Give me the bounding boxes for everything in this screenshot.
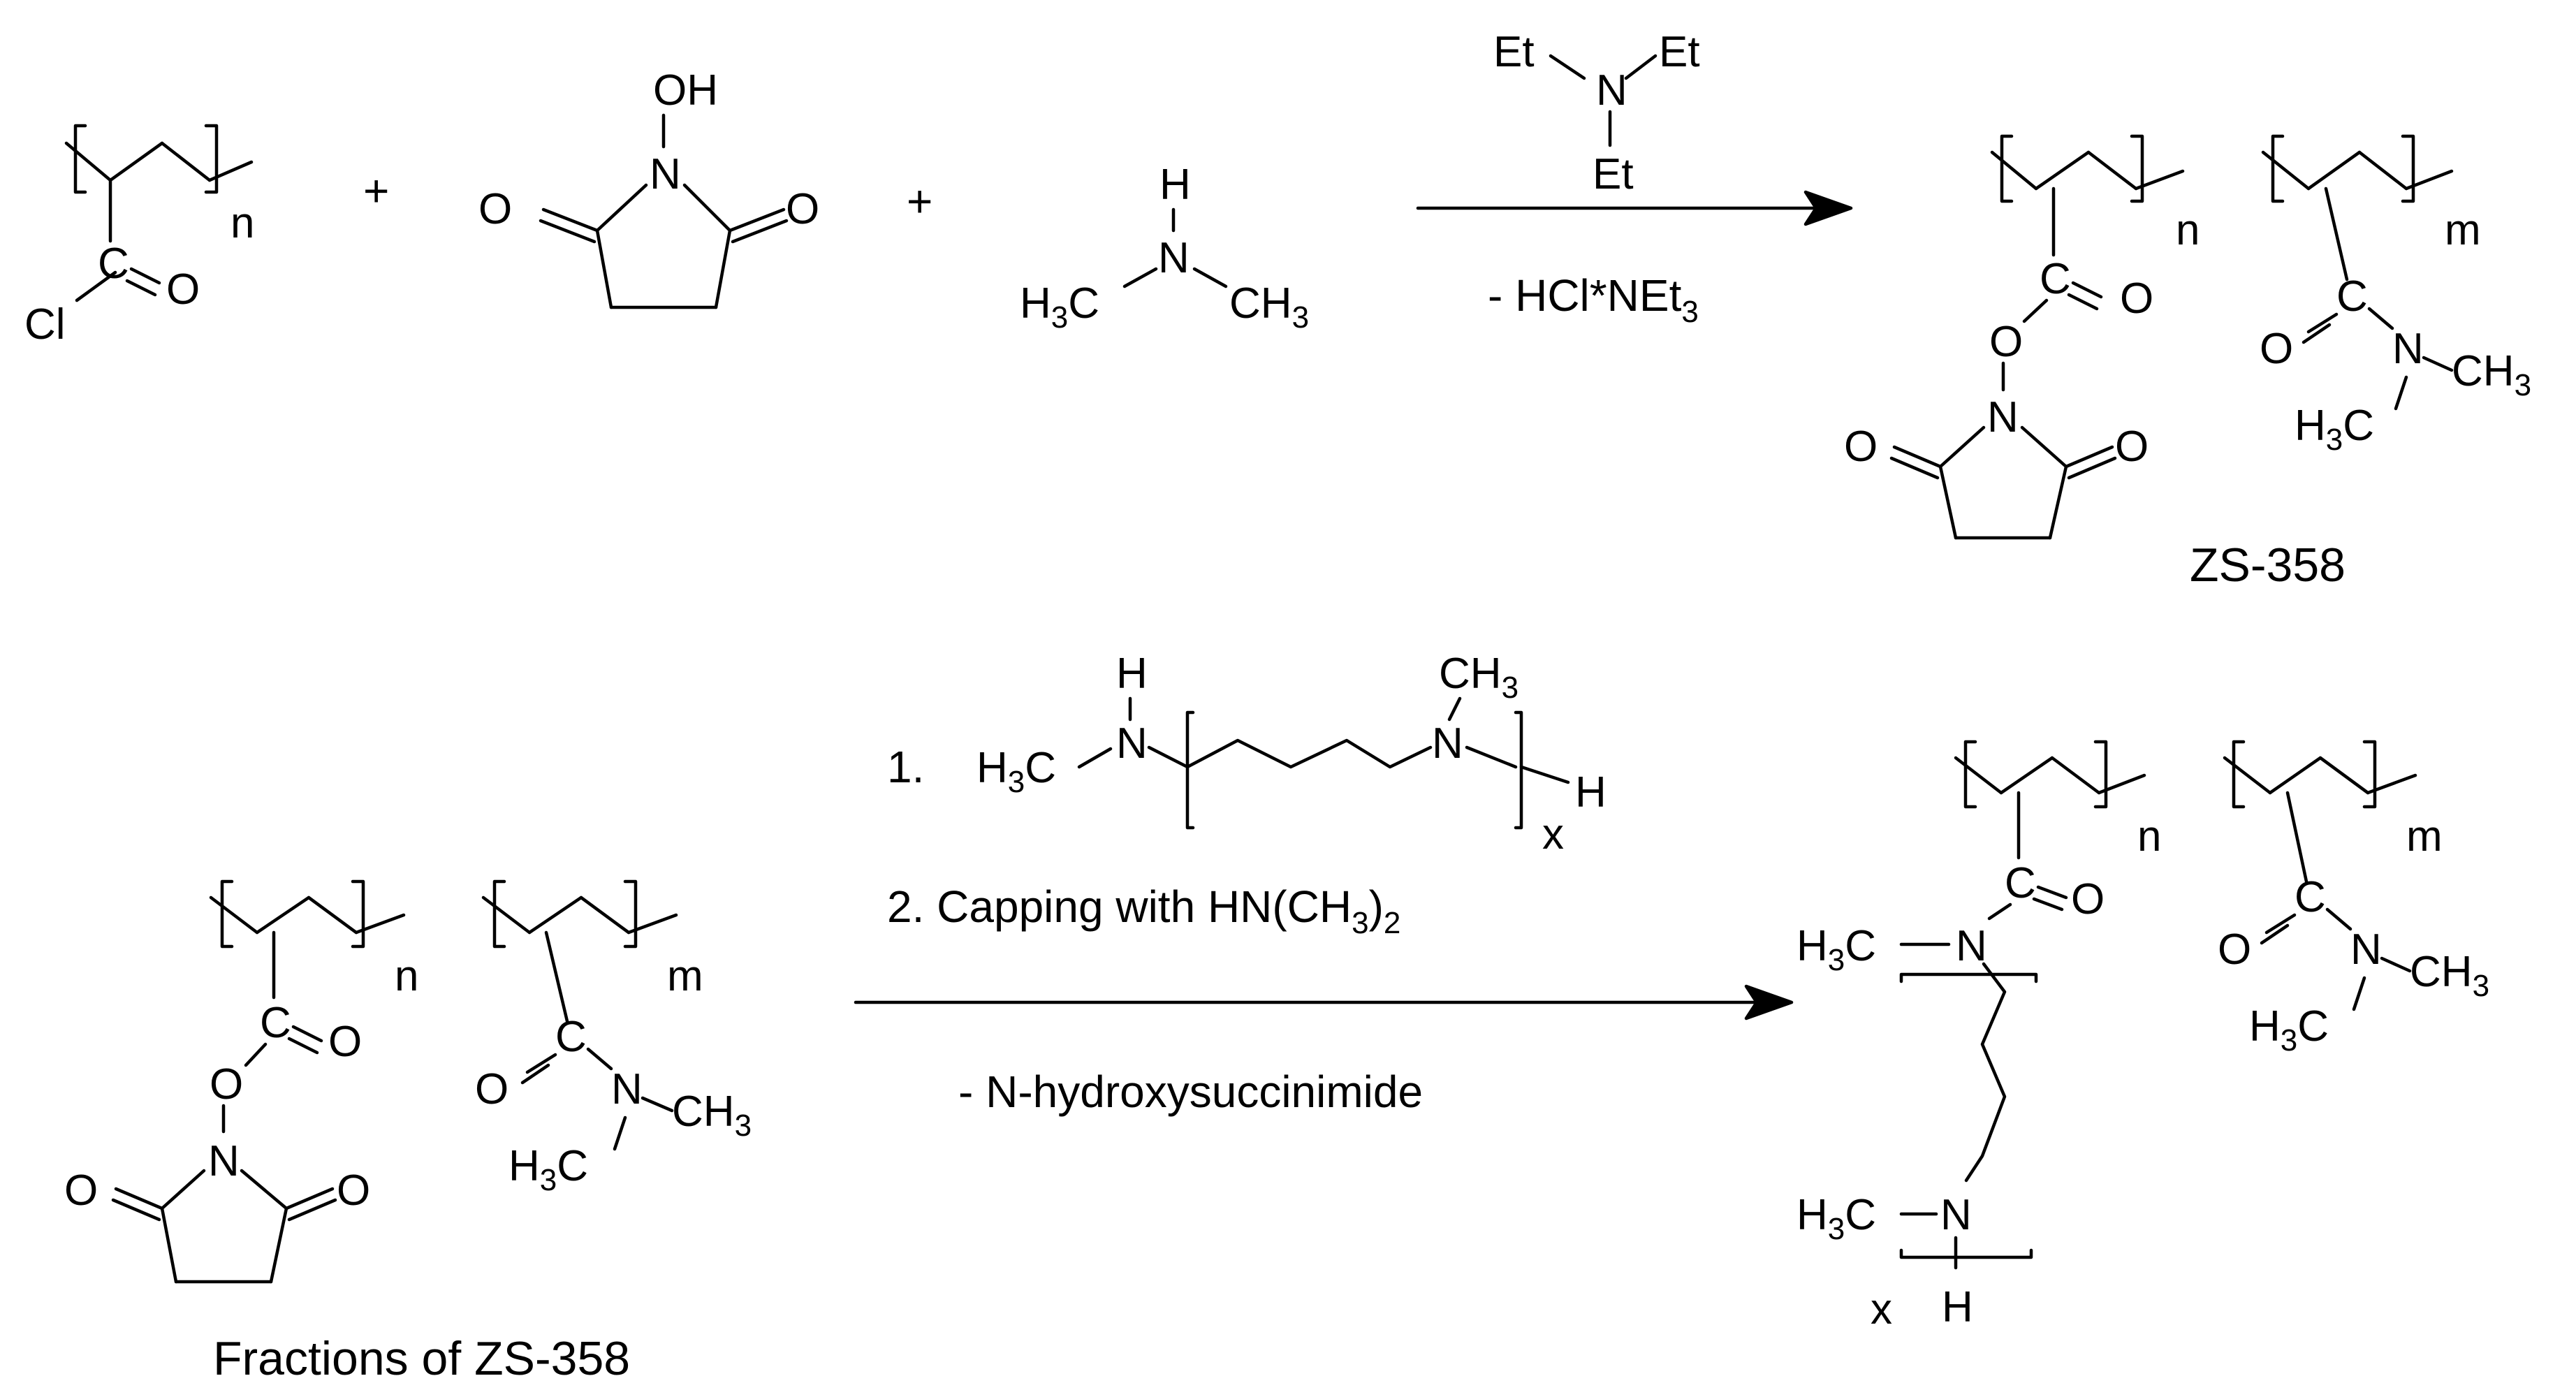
methyl-right: CH3 xyxy=(672,1088,752,1143)
index-n: n xyxy=(395,952,418,1000)
index-n: n xyxy=(230,199,254,247)
product-nhs-ester-block: n C O O N O O xyxy=(1844,134,2200,540)
byproduct-top: - HCl*NEt3 xyxy=(1488,270,1699,329)
polyamine-terminal-hydrogen: H xyxy=(1575,768,1607,817)
reaction-arrow-bottom xyxy=(854,984,1794,1020)
final-product-grafted-block: n C O N H3C N H3C H x xyxy=(1796,740,2161,1333)
imide-nitrogen: N xyxy=(208,1137,240,1185)
product-dimethylamide-block: m C O N CH3 H3C xyxy=(2260,134,2531,457)
imide-oxygen-right: O xyxy=(786,185,819,233)
ethyl-left: Et xyxy=(1493,28,1535,76)
methyl-left: H3C xyxy=(1020,279,1099,335)
amine-nitrogen: N xyxy=(1940,1191,1972,1239)
index-n: n xyxy=(2176,206,2200,254)
polyamine-n-nitrogen: N xyxy=(1432,719,1463,768)
amide-nitrogen: N xyxy=(611,1065,643,1113)
triethylamine-nitrogen: N xyxy=(1596,66,1627,115)
carbonyl-oxygen: O xyxy=(166,265,200,314)
fractions-nhs-ester-block: n C O O N O O xyxy=(64,879,418,1284)
methyl-right: CH3 xyxy=(2452,347,2531,402)
amide-nitrogen: N xyxy=(1956,922,1987,970)
step2-capping: 2. Capping with HN(CH3)2 xyxy=(887,881,1400,940)
carbonyl-carbon: C xyxy=(98,240,129,288)
chlorine-atom: Cl xyxy=(24,300,66,349)
amine-hydrogen: H xyxy=(1159,161,1191,209)
ethyl-right: Et xyxy=(1659,28,1700,76)
amine-methyl: H3C xyxy=(1796,1191,1876,1246)
acryloyl-chloride-polymer: C O Cl n xyxy=(24,124,254,349)
index-x: x xyxy=(1542,810,1564,858)
n-hydroxysuccinimide: OH N O O xyxy=(478,66,819,309)
methyl-bottom: H3C xyxy=(2249,1002,2329,1058)
methyl-bottom: H3C xyxy=(2295,402,2374,457)
product-label-zs358: ZS-358 xyxy=(2190,539,2346,592)
methyl-right: CH3 xyxy=(2410,948,2489,1003)
imide-oxygen-left: O xyxy=(1844,423,1878,471)
imide-oxygen-right: O xyxy=(2115,423,2149,471)
polyamine-nh-nitrogen: N xyxy=(1116,719,1148,768)
carbonyl-carbon: C xyxy=(260,999,291,1047)
amine-nitrogen: N xyxy=(1158,234,1190,282)
plus-sign: + xyxy=(363,166,389,216)
amide-oxygen: O xyxy=(475,1065,508,1113)
polyamine-reagent: 1. H3C H N N CH3 H x xyxy=(887,650,1607,858)
imide-oxygen-left: O xyxy=(64,1166,98,1215)
index-n: n xyxy=(2137,812,2161,861)
methyl-bottom: H3C xyxy=(508,1142,588,1197)
amide-oxygen: O xyxy=(2071,875,2105,923)
amide-carbon: C xyxy=(2005,859,2036,907)
reaction-arrow-top xyxy=(1416,190,1853,226)
byproduct-bottom: - N-hydroxysuccinimide xyxy=(958,1067,1423,1117)
dimethylamine: H N H3C CH3 xyxy=(1020,161,1309,335)
amide-nitrogen: N xyxy=(2392,325,2424,373)
imide-oxygen-left: O xyxy=(478,185,512,233)
imide-nitrogen: N xyxy=(650,150,681,198)
amine-hydrogen: H xyxy=(1942,1283,1973,1331)
amide-nitrogen: N xyxy=(2350,926,2382,974)
amide-oxygen: O xyxy=(2260,325,2293,373)
carbonyl-carbon: C xyxy=(2040,255,2071,303)
carbonyl-oxygen: O xyxy=(2120,275,2153,323)
ester-oxygen: O xyxy=(1989,318,2023,366)
final-product-dimethylamide-block: m C O N CH3 H3C xyxy=(2218,740,2489,1058)
polyamine-methyl: H3C xyxy=(976,744,1056,799)
amide-n-methyl: H3C xyxy=(1796,922,1876,977)
imide-oxygen-right: O xyxy=(337,1166,370,1215)
ester-oxygen: O xyxy=(210,1060,243,1109)
index-x: x xyxy=(1871,1285,1892,1333)
plus-sign: + xyxy=(907,176,932,226)
index-m: m xyxy=(667,952,703,1000)
amide-oxygen: O xyxy=(2218,926,2251,974)
polyamine-nh-hydrogen: H xyxy=(1116,650,1148,698)
fractions-dimethylamide-block: m C O N CH3 H3C xyxy=(475,879,752,1197)
ethyl-bottom: Et xyxy=(1593,150,1634,198)
starting-label-fractions: Fractions of ZS-358 xyxy=(213,1332,630,1385)
methyl-right: CH3 xyxy=(1229,279,1309,335)
amide-carbon: C xyxy=(555,1013,587,1061)
step1-number: 1. xyxy=(887,742,924,792)
amide-carbon: C xyxy=(2295,873,2326,921)
polyamine-n-methyl: CH3 xyxy=(1439,650,1518,705)
imide-nitrogen: N xyxy=(1987,393,2019,441)
triethylamine-reagent: Et Et N Et xyxy=(1493,28,1700,198)
hydroxyl-group: OH xyxy=(653,66,718,115)
amide-carbon: C xyxy=(2336,272,2368,321)
carbonyl-oxygen: O xyxy=(328,1018,362,1066)
index-m: m xyxy=(2406,812,2443,861)
index-m: m xyxy=(2445,206,2481,254)
